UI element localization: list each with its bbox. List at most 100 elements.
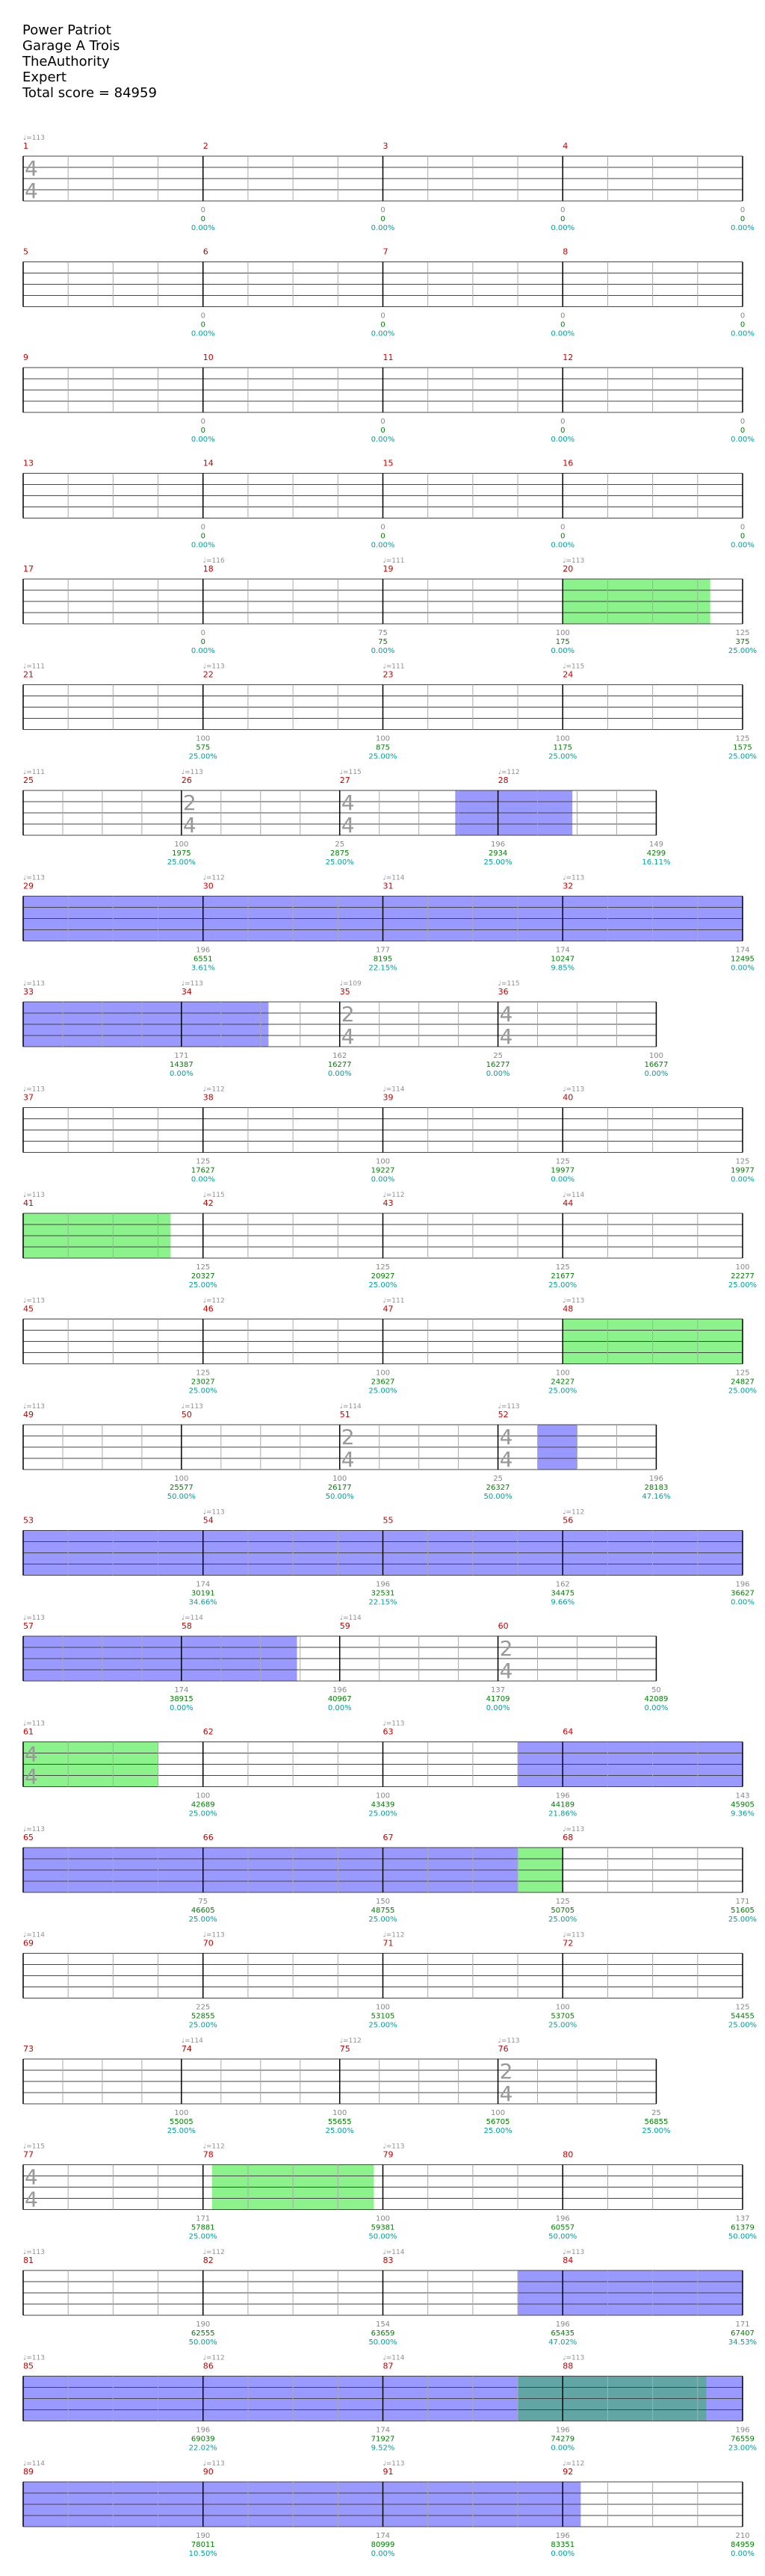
measure-percent: 25.00% (368, 2022, 397, 2030)
tempo-marker: ♩=112 (563, 2460, 584, 2468)
measure-value: 0 (740, 418, 745, 426)
staff-row (22, 1741, 743, 1787)
measure-number: 45 (23, 1304, 34, 1314)
measure-value: 196 (196, 2427, 210, 2435)
tempo-marker: ♩=113 (563, 1086, 584, 1094)
measure-value: 0 (380, 312, 385, 321)
measure-percent: 25.00% (189, 1281, 217, 1289)
measure-value: 0 (740, 524, 745, 532)
measure-percent: 25.00% (728, 1916, 757, 1924)
running-score: 0 (560, 427, 565, 435)
measure-value: 0 (380, 206, 385, 214)
measure-percent: 25.00% (368, 753, 397, 761)
measure-number: 70 (203, 1939, 214, 1948)
measure-percent: 0.00% (731, 1176, 755, 1184)
measure-percent: 25.00% (368, 1281, 397, 1289)
measure-value: 0 (201, 524, 205, 532)
tempo-marker: ♩=112 (563, 1509, 584, 1517)
measure-percent: 0.00% (371, 647, 395, 655)
measure-percent: 0.00% (551, 436, 574, 444)
measure-percent: 0.00% (551, 224, 574, 232)
tempo-marker: ♩=113 (203, 1509, 225, 1517)
measure-number: 90 (203, 2467, 214, 2477)
measure-value: 100 (556, 735, 570, 743)
measure-percent: 0.00% (170, 1070, 193, 1078)
time-signature-top: 2 (500, 2059, 513, 2084)
running-score: 24827 (731, 1378, 755, 1387)
running-score: 63659 (371, 2329, 395, 2338)
measure-percent: 50.00% (728, 2233, 757, 2241)
tempo-marker: ♩=113 (23, 1298, 45, 1305)
tempo-marker: ♩=113 (203, 2460, 225, 2468)
measure-value: 174 (376, 2532, 390, 2540)
measure-percent: 23.00% (728, 2445, 757, 2453)
measure-number: 37 (23, 1093, 34, 1103)
measure-percent: 0.00% (191, 1176, 215, 1184)
measure-number: 7 (383, 247, 388, 257)
tempo-marker: ♩=113 (383, 2143, 405, 2151)
measure-percent: 25.00% (368, 1916, 397, 1924)
measure-percent: 0.00% (486, 1070, 510, 1078)
staff-row (22, 1530, 743, 1576)
measure-number: 12 (563, 353, 573, 362)
time-signature-top: 2 (183, 790, 196, 815)
measure-number: 66 (203, 1833, 214, 1842)
measure-number: 54 (203, 1516, 214, 1526)
staff-row (22, 2058, 657, 2105)
staff-row (22, 155, 743, 202)
running-score: 16677 (645, 1061, 669, 1069)
running-score: 43439 (371, 1801, 395, 1809)
tempo-marker: ♩=113 (383, 2460, 405, 2468)
measure-value: 171 (196, 2215, 210, 2223)
measure-number: 20 (563, 564, 573, 574)
running-score: 375 (735, 638, 749, 646)
measure-number: 46 (203, 1304, 214, 1314)
running-score: 75 (378, 638, 388, 646)
running-score: 22277 (731, 1272, 755, 1281)
measure-number: 23 (383, 670, 394, 680)
measure-percent: 0.00% (371, 224, 395, 232)
time-signature-top: 4 (25, 1742, 38, 1767)
measure-number: 62 (203, 1727, 214, 1737)
tempo-marker: ♩=113 (182, 980, 203, 988)
tempo-marker: ♩=111 (383, 1298, 405, 1305)
measure-value: 0 (560, 312, 565, 321)
staff-row (22, 473, 743, 518)
running-score: 46605 (191, 1907, 215, 1915)
running-score: 1575 (733, 744, 752, 752)
measure-percent: 25.00% (728, 647, 757, 655)
running-score: 2875 (330, 849, 349, 858)
measure-number: 15 (383, 459, 394, 468)
tempo-marker: ♩=114 (383, 1086, 405, 1094)
staff-row (22, 1213, 743, 1259)
measure-percent: 25.00% (368, 1387, 397, 1396)
measure-percent: 25.00% (484, 858, 512, 867)
measure-value: 196 (332, 1686, 347, 1694)
measure-percent: 0.00% (191, 224, 215, 232)
measure-number: 56 (563, 1516, 573, 1526)
measure-number: 77 (23, 2150, 34, 2160)
tempo-marker: ♩=112 (498, 769, 520, 776)
running-score: 71927 (371, 2436, 395, 2444)
running-score: 24227 (551, 1378, 574, 1387)
measure-number: 52 (498, 1410, 509, 1419)
measure-percent: 25.00% (728, 753, 757, 761)
running-score: 26327 (486, 1484, 510, 1492)
tempo-marker: ♩=113 (563, 875, 584, 882)
charter-name: TheAuthority (22, 54, 110, 69)
running-score: 84959 (731, 2541, 755, 2549)
running-score: 575 (196, 744, 210, 752)
staff-row (22, 261, 743, 307)
tempo-marker: ♩=113 (23, 1086, 45, 1094)
running-score: 0 (560, 533, 565, 541)
measure-value: 100 (376, 735, 390, 743)
tempo-marker: ♩=115 (23, 2143, 45, 2151)
measure-percent: 25.00% (728, 2022, 757, 2030)
running-score: 14387 (170, 1061, 193, 1069)
measure-number: 68 (563, 1833, 573, 1842)
artist-name: Garage A Trois (22, 38, 120, 54)
measure-percent: 0.00% (371, 542, 395, 550)
running-score: 23627 (371, 1378, 395, 1387)
measure-percent: 0.00% (371, 330, 395, 338)
tempo-marker: ♩=112 (203, 2143, 225, 2151)
